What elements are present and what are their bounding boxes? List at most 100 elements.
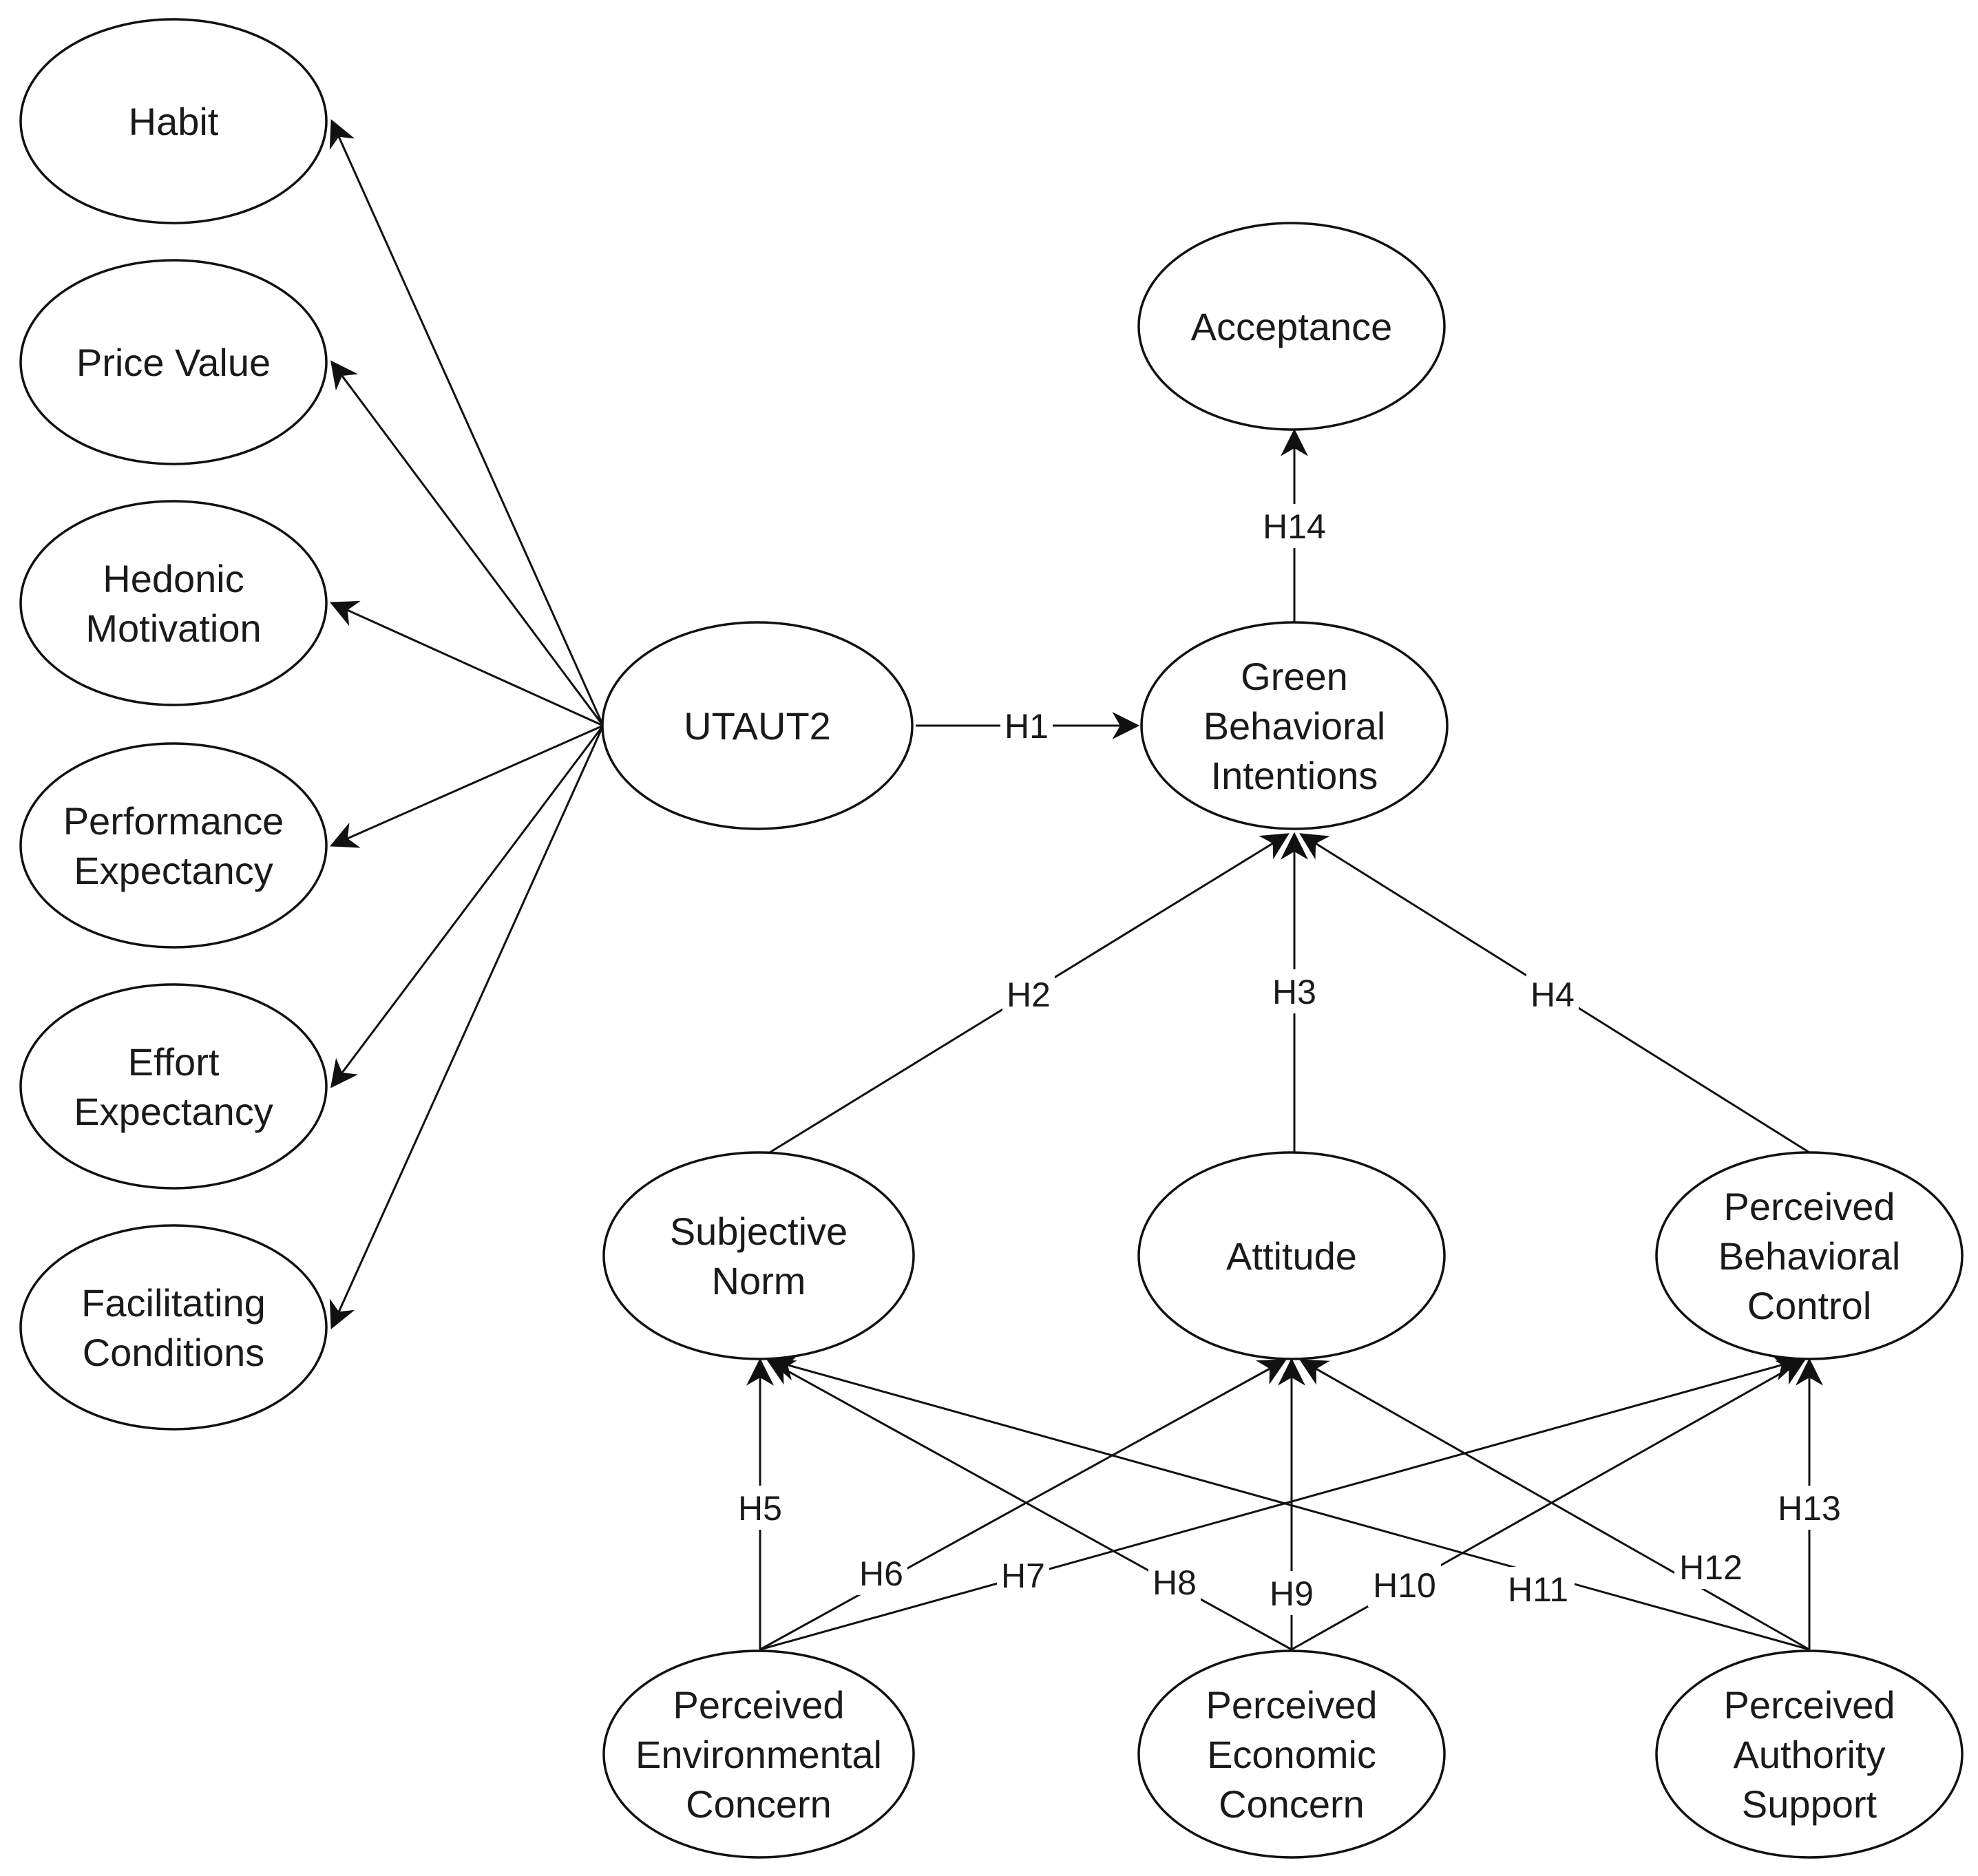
node-label-line: Performance [63,799,284,843]
edge-label-text: H4 [1530,976,1575,1014]
node-label-line: Authority [1734,1733,1886,1776]
edge-label-text: H13 [1778,1489,1841,1528]
node-utaut2: UTAUT2 [601,621,914,830]
arrow-perceived-environmental-concern-to-attitude [759,1359,1287,1651]
node-label-line: Perceived [1723,1683,1895,1727]
arrow-utaut2-to-performance-expectancy [329,724,604,848]
node-label-line: Acceptance [1191,305,1393,348]
edge-label-text: H3 [1272,973,1316,1011]
node-label-line: Facilitating [81,1281,266,1325]
edge-label-background [1674,1545,1747,1589]
edge-label-text: H6 [859,1554,903,1593]
node-label-line: Behavioral [1718,1234,1901,1278]
node-acceptance: Acceptance [1137,222,1446,431]
node-ellipse [19,983,328,1190]
edge-label-background [997,1553,1049,1597]
edge-label-h7: H7 [997,1553,1049,1597]
node-ellipse [1655,1151,1964,1360]
node-ellipse [1137,222,1446,431]
node-ellipse [19,259,328,465]
node-label-line: Concern [686,1782,832,1826]
node-label-line: Perceived [1723,1185,1895,1228]
node-label-line: Subjective [670,1210,848,1253]
node-label-line: Support [1742,1782,1877,1826]
edge-label-h14: H14 [1258,504,1331,548]
node-ellipse [602,1151,915,1360]
node-habit: Habit [19,18,328,224]
node-label-line: Habit [129,100,219,143]
node-label-line: Control [1747,1284,1872,1327]
arrow-utaut2-to-facilitating-conditions [329,725,604,1330]
node-label-line: Intentions [1211,754,1378,797]
edge-label-text: H1 [1004,707,1049,746]
edge-label-background [1502,1567,1575,1611]
edge-label-h13: H13 [1773,1486,1846,1530]
node-label-line: Attitude [1226,1234,1357,1278]
edge-label-text: H10 [1373,1566,1436,1605]
edge-label-text: H14 [1263,507,1326,546]
node-label-line: Environmental [635,1733,882,1776]
arrow-perceived-economic-concern-to-subjective-norm [766,1359,1292,1651]
node-label-line: Economic [1207,1733,1376,1776]
node-label-line: Effort [128,1040,220,1084]
edge-label-background [1002,972,1055,1016]
edge-label-h4: H4 [1526,972,1579,1016]
node-label-line: Conditions [83,1331,265,1374]
node-label-line: Behavioral [1203,704,1386,748]
node-ellipse [1655,1650,1964,1859]
edge-label-text: H7 [1001,1557,1045,1595]
node-label-line: Expectancy [74,1090,273,1133]
edges-layer [329,118,1823,1651]
node-label-line: Price Value [76,341,271,384]
edge-label-background [1148,1560,1201,1604]
edge-label-text: H2 [1007,976,1051,1014]
edge-label-background [1368,1563,1441,1607]
node-label-line: Green [1241,655,1348,698]
edge-label-h12: H12 [1674,1545,1747,1589]
node-ellipse [19,742,328,949]
node-price-value: Price Value [19,259,328,465]
node-label-line: Concern [1219,1782,1365,1826]
edge-label-background [1268,969,1321,1013]
edge-label-h3: H3 [1268,969,1321,1013]
node-label-line: Hedonic [103,557,244,600]
node-label-line: UTAUT2 [684,704,831,748]
node-label-line: Motivation [85,607,261,650]
node-ellipse [1140,621,1449,830]
edge-label-background [1000,704,1053,748]
node-label-line: Perceived [1206,1683,1377,1727]
node-ellipse [602,1650,915,1859]
edge-label-h8: H8 [1148,1560,1201,1604]
edge-label-text: H12 [1679,1548,1743,1587]
edge-label-h6: H6 [855,1551,907,1595]
edge-label-text: H11 [1508,1570,1568,1609]
arrow-utaut2-to-habit [329,118,604,726]
edge-label-background [734,1486,786,1530]
edge-label-background [1773,1486,1846,1530]
arrow-perceived-environmental-concern-to-perceived-behavioral-control [759,1353,1801,1651]
node-ellipse [1137,1650,1446,1859]
node-ellipse [1137,1151,1446,1360]
node-ellipse [19,1224,328,1431]
node-attitude: Attitude [1137,1151,1446,1360]
edge-label-h1: H1 [1000,704,1053,748]
edge-label-background [1526,972,1579,1016]
edge-label-background [1265,1571,1318,1615]
arrow-utaut2-to-hedonic-motivation [329,600,604,727]
node-ellipse [19,18,328,224]
edge-label-text: H5 [738,1489,782,1528]
edge-label-background [1258,504,1331,548]
edge-label-h5: H5 [734,1486,786,1530]
arrow-perceived-authority-support-to-attitude [1299,1359,1810,1651]
